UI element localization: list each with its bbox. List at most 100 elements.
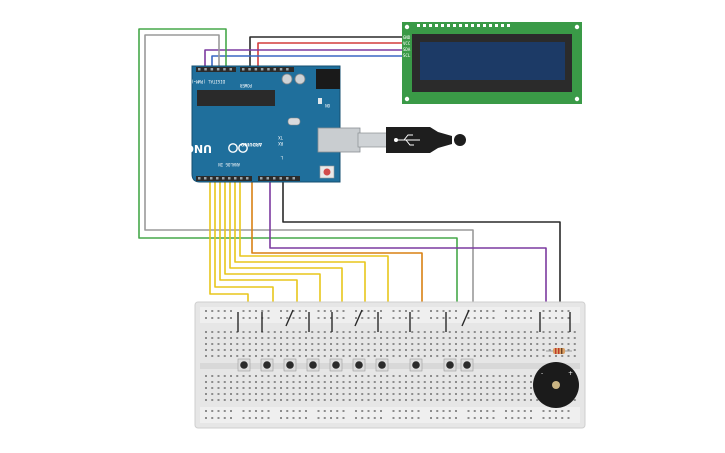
breadboard-hole [317, 310, 320, 312]
breadboard-hole [386, 375, 389, 377]
breadboard-hole [273, 349, 276, 351]
buzzer-minus-label: - [541, 370, 543, 377]
breadboard-hole [242, 317, 245, 319]
breadboard-hole [530, 381, 532, 383]
breadboard-hole [536, 343, 539, 345]
breadboard-hole [530, 310, 532, 312]
breadboard-hole [567, 317, 570, 319]
breadboard-hole [423, 387, 426, 389]
breadboard-hole [373, 349, 376, 351]
breadboard-hole [211, 310, 214, 312]
breadboard-hole [373, 387, 376, 389]
push-button[interactable] [443, 358, 457, 372]
lcd-mount-hole-2 [574, 24, 580, 30]
push-button[interactable] [375, 358, 389, 372]
breadboard-hole [411, 310, 414, 312]
breadboard-hole [242, 387, 245, 389]
breadboard-hole [511, 331, 514, 333]
breadboard-hole [223, 317, 226, 319]
breadboard-hole [311, 337, 314, 339]
breadboard-hole [417, 355, 420, 357]
breadboard-hole [448, 381, 451, 383]
breadboard-hole [530, 337, 532, 339]
breadboard-hole [205, 310, 207, 312]
breadboard-hole [380, 375, 382, 377]
breadboard-hole [223, 399, 226, 401]
breadboard-hole [392, 381, 395, 383]
lcd-pin-hole [423, 24, 426, 27]
breadboard-hole [298, 387, 301, 389]
breadboard-hole [417, 417, 420, 419]
push-button[interactable] [283, 358, 297, 372]
breadboard-hole [523, 317, 526, 319]
push-button[interactable] [352, 358, 366, 372]
push-button[interactable] [237, 358, 251, 372]
breadboard-hole [311, 331, 314, 333]
breadboard-hole [380, 387, 382, 389]
breadboard-hole [223, 387, 226, 389]
breadboard-rail-bottom [200, 407, 580, 423]
piezo-buzzer: - + [533, 362, 579, 408]
breadboard-hole [336, 355, 339, 357]
breadboard-hole [573, 343, 576, 345]
breadboard-hole [480, 399, 482, 401]
breadboard-hole [267, 387, 270, 389]
breadboard-hole [423, 355, 426, 357]
breadboard-hole [455, 410, 457, 412]
breadboard-hole [286, 417, 289, 419]
header-pin [260, 68, 264, 71]
breadboard-hole [523, 355, 526, 357]
breadboard-hole [548, 410, 551, 412]
breadboard-hole [511, 337, 514, 339]
breadboard-hole [242, 399, 245, 401]
breadboard-hole [361, 317, 364, 319]
breadboard-hole [511, 393, 514, 395]
breadboard-hole [211, 410, 214, 412]
breadboard-hole [548, 355, 551, 357]
breadboard-hole [380, 317, 382, 319]
breadboard-hole [261, 343, 264, 345]
breadboard-hole [342, 355, 345, 357]
arduino-logo [228, 143, 248, 153]
breadboard-hole [355, 399, 357, 401]
breadboard-hole [205, 317, 207, 319]
breadboard-hole [505, 399, 507, 401]
breadboard-hole [298, 349, 301, 351]
breadboard-hole [380, 355, 382, 357]
breadboard-hole [330, 343, 332, 345]
breadboard-hole [548, 417, 551, 419]
breadboard-hole [367, 393, 370, 395]
breadboard-hole [417, 310, 420, 312]
push-button[interactable] [409, 358, 423, 372]
breadboard-hole [511, 381, 514, 383]
push-button[interactable] [306, 358, 320, 372]
breadboard-hole [211, 349, 214, 351]
breadboard-hole [230, 387, 232, 389]
breadboard-hole [255, 393, 257, 395]
breadboard-hole [567, 417, 570, 419]
breadboard-hole [242, 331, 245, 333]
breadboard-hole [205, 355, 207, 357]
breadboard-hole [361, 343, 364, 345]
breadboard-hole [505, 393, 507, 395]
breadboard-hole [542, 337, 545, 339]
breadboard-hole [461, 393, 464, 395]
breadboard-hole [436, 417, 439, 419]
breadboard-hole [561, 410, 564, 412]
breadboard-hole [436, 331, 439, 333]
breadboard-hole [223, 417, 226, 419]
push-button[interactable] [460, 358, 474, 372]
breadboard-hole [298, 375, 301, 377]
breadboard-hole [261, 417, 264, 419]
breadboard-hole [542, 410, 545, 412]
push-button[interactable] [260, 358, 274, 372]
breadboard-hole [361, 387, 364, 389]
breadboard-hole [517, 337, 520, 339]
breadboard-hole [423, 343, 426, 345]
breadboard-hole [380, 349, 382, 351]
breadboard-hole [480, 343, 482, 345]
push-button[interactable] [329, 358, 343, 372]
breadboard-hole [405, 387, 407, 389]
breadboard-hole [267, 393, 270, 395]
breadboard-hole [486, 387, 489, 389]
